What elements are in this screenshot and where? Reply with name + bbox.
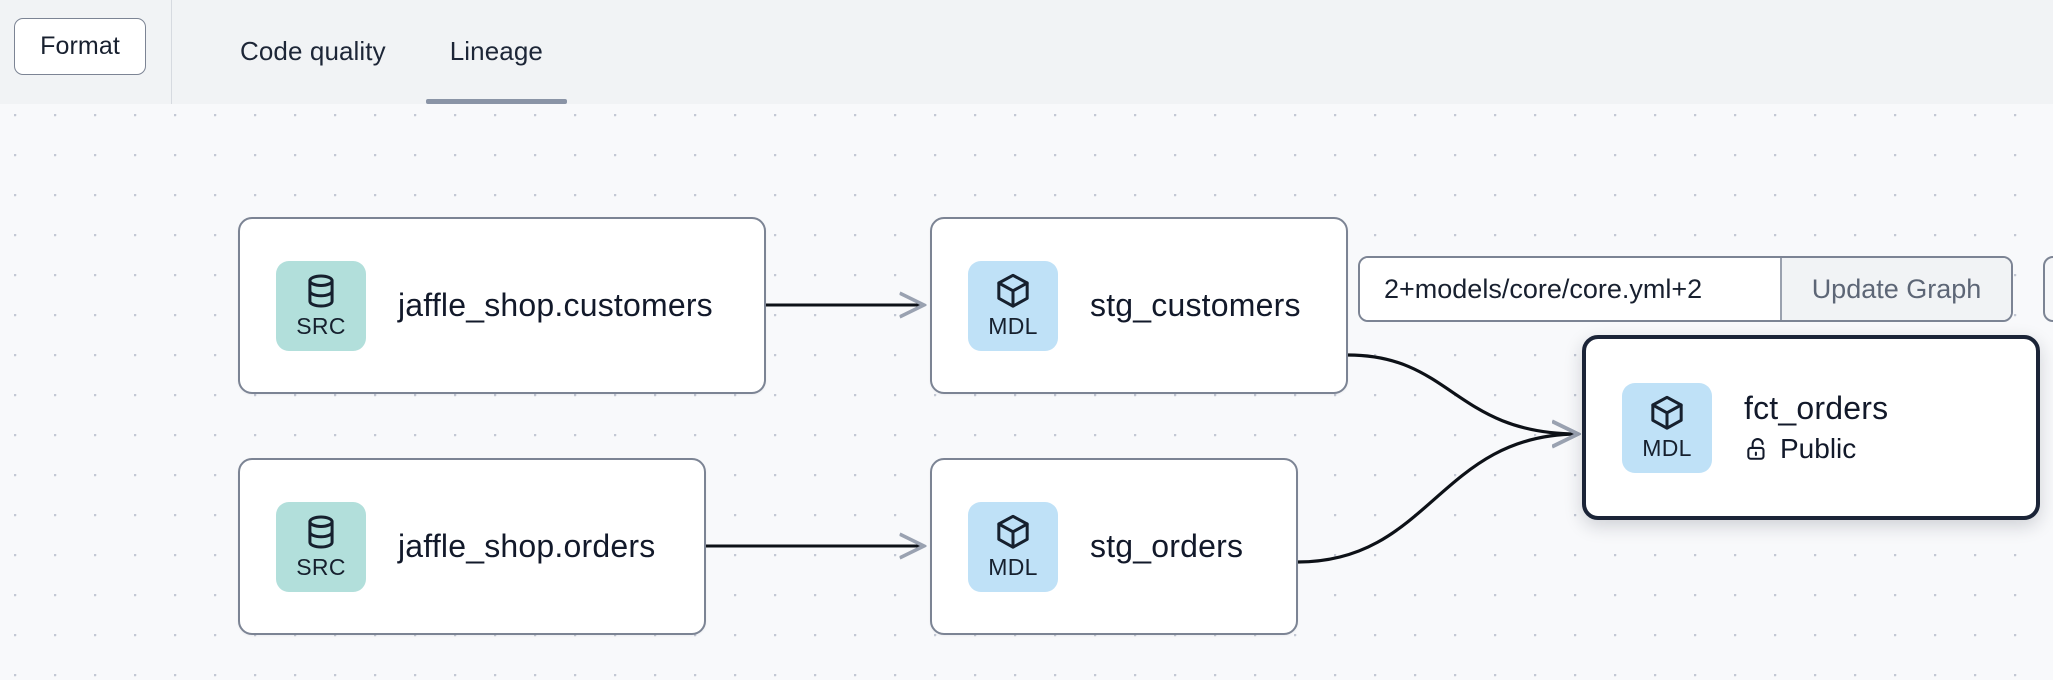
node-badge-label: SRC	[296, 554, 346, 580]
format-button[interactable]: Format	[14, 18, 146, 75]
cube-icon	[1647, 393, 1687, 433]
node-title: fct_orders	[1744, 390, 1889, 426]
node-badge-label: MDL	[988, 313, 1038, 339]
tab-code-quality[interactable]: Code quality	[240, 36, 386, 66]
node-title: jaffle_shop.orders	[398, 528, 656, 564]
node-title: stg_orders	[1090, 528, 1244, 564]
tab-bar: Code quality Lineage	[172, 0, 607, 104]
node-fct-orders[interactable]: MDL fct_orders Public	[1582, 335, 2040, 520]
node-jaffle-shop-orders[interactable]: SRC jaffle_shop.orders	[238, 458, 706, 635]
dbt-selector-input[interactable]	[1360, 258, 1780, 320]
cube-icon	[993, 271, 1033, 311]
node-jaffle-shop-customers[interactable]: SRC jaffle_shop.customers	[238, 217, 766, 394]
node-badge-label: MDL	[1642, 435, 1692, 461]
overflow-panel-right[interactable]	[2043, 256, 2053, 322]
tab-lineage[interactable]: Lineage	[425, 0, 568, 104]
node-badge-label: MDL	[988, 554, 1038, 580]
lineage-canvas[interactable]: SRC jaffle_shop.customers MDL stg_custo	[0, 104, 2053, 680]
node-badge-label: SRC	[296, 313, 346, 339]
node-body: stg_customers	[1090, 287, 1301, 324]
edge-stg-customers-to-fct-orders	[1347, 353, 1578, 434]
selector-bar: Update Graph	[1358, 256, 2013, 322]
unlock-icon	[1744, 435, 1770, 463]
database-icon	[302, 271, 340, 311]
toolbar-left-section: Format	[0, 0, 172, 104]
database-icon	[302, 512, 340, 552]
update-graph-button[interactable]: Update Graph	[1780, 258, 2011, 320]
node-badge-mdl: MDL	[968, 260, 1058, 351]
node-badge-mdl: MDL	[968, 501, 1058, 592]
node-title: stg_customers	[1090, 287, 1301, 323]
node-body: stg_orders	[1090, 528, 1243, 565]
node-badge-mdl: MDL	[1622, 382, 1712, 473]
node-stg-orders[interactable]: MDL stg_orders	[930, 458, 1298, 635]
node-badge-src: SRC	[276, 501, 366, 592]
node-access-badge: Public	[1744, 433, 1888, 465]
cube-icon	[993, 512, 1033, 552]
node-body: fct_orders Public	[1744, 390, 1888, 465]
toolbar: Format Code quality Lineage	[0, 0, 2053, 104]
node-stg-customers[interactable]: MDL stg_customers	[930, 217, 1348, 394]
node-badge-src: SRC	[276, 260, 366, 351]
node-access-label: Public	[1780, 433, 1857, 464]
node-title: jaffle_shop.customers	[398, 287, 713, 323]
edge-stg-orders-to-fct-orders	[1297, 434, 1578, 564]
node-body: jaffle_shop.customers	[398, 287, 713, 324]
node-body: jaffle_shop.orders	[398, 528, 655, 565]
